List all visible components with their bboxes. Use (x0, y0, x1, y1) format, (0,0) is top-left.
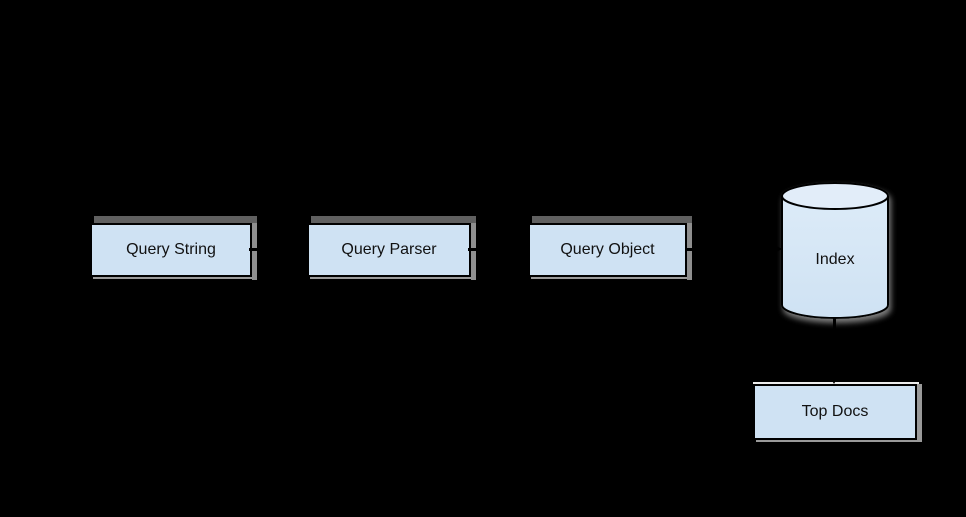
arrow-head-right-icon (518, 244, 527, 254)
arrow-head-right-icon (773, 244, 782, 254)
node-query-object: Query Object (528, 216, 692, 280)
arrow-head-right-icon (300, 244, 309, 254)
node-query-object-label: Query Object (560, 241, 655, 258)
arrow-line (833, 318, 836, 376)
node-index-label: Index (782, 225, 888, 295)
arrow-index-to-top-docs (829, 318, 839, 384)
arrow-query-object-to-index (686, 244, 782, 254)
arrow-query-parser-to-query-object (468, 244, 528, 254)
node-top-docs-label: Top Docs (801, 403, 869, 420)
arrow-line (468, 248, 519, 251)
arrow-query-string-to-query-parser (249, 244, 309, 254)
node-index-label-text: Index (815, 251, 855, 268)
node-query-string-label: Query String (126, 241, 216, 258)
arrow-line (249, 248, 301, 251)
node-query-parser: Query Parser (307, 216, 476, 280)
node-query-parser-label: Query Parser (341, 241, 437, 258)
arrow-line (686, 248, 774, 251)
node-top-docs: Top Docs (753, 382, 922, 442)
node-index-cylinder (781, 182, 889, 319)
node-query-string: Query String (90, 216, 257, 280)
arrow-head-down-icon (829, 375, 839, 384)
